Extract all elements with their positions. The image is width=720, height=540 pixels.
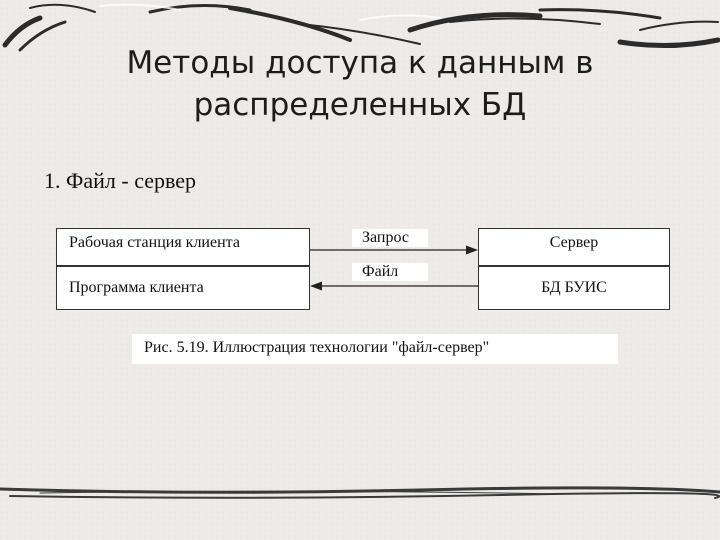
client-box: Рабочая станция клиента Программа клиент…	[56, 228, 310, 310]
client-workstation-label: Рабочая станция клиента	[69, 234, 240, 251]
server-box-divider	[479, 265, 669, 267]
slide-title: Методы доступа к данным в распределенных…	[60, 42, 660, 126]
section-heading: 1. Файл - сервер	[44, 168, 197, 193]
file-arrow	[310, 281, 478, 291]
request-arrow	[310, 245, 478, 255]
client-program-label: Программа клиента	[69, 279, 204, 296]
database-label: БД БУИС	[541, 279, 607, 296]
title-line-2: распределенных БД	[193, 87, 527, 123]
brush-stroke-top	[2, 3, 720, 52]
server-label: Сервер	[549, 234, 599, 251]
figure-caption: Рис. 5.19. Иллюстрация технологии "файл-…	[132, 334, 618, 364]
server-box: Сервер БД БУИС	[478, 228, 670, 310]
request-arrow-label: Запрос	[352, 229, 428, 247]
client-box-divider	[57, 265, 309, 267]
title-line-1: Методы доступа к данным в	[126, 45, 594, 81]
file-arrow-label: Файл	[352, 263, 428, 281]
brush-stroke-bottom	[0, 486, 720, 499]
